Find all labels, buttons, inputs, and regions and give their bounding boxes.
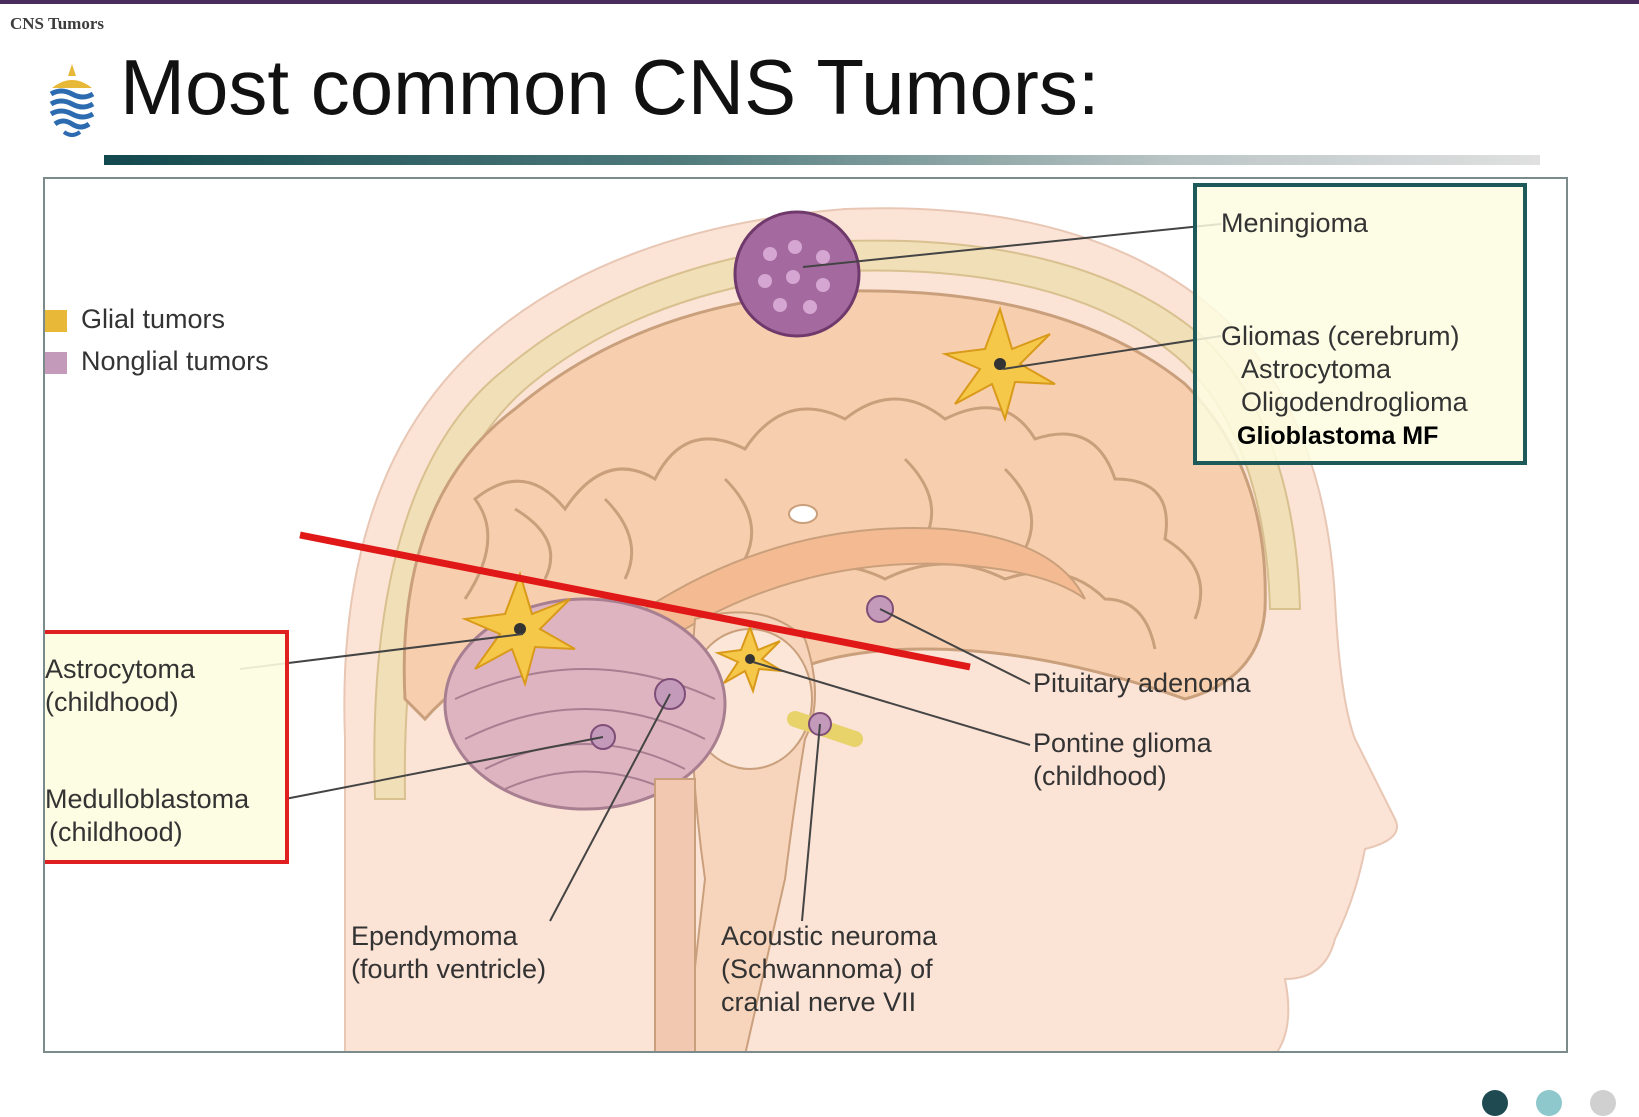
label-pituitary: Pituitary adenoma — [1033, 666, 1251, 700]
label-ependymoma-sub: (fourth ventricle) — [351, 952, 546, 986]
top-accent-bar — [0, 0, 1639, 4]
title-underline — [104, 155, 1540, 165]
glial-swatch — [45, 310, 67, 332]
label-gliomas: Gliomas (cerebrum) — [1221, 319, 1460, 353]
nav-dot-3[interactable] — [1590, 1090, 1616, 1116]
label-ependymoma: Ependymoma — [351, 919, 518, 953]
label-acoustic-sub2: cranial nerve VII — [721, 985, 916, 1019]
label-oligodendroglioma: Oligodendroglioma — [1241, 385, 1468, 419]
nav-dot-1[interactable] — [1482, 1090, 1508, 1116]
cerebellum — [445, 599, 725, 809]
label-pontine: Pontine glioma — [1033, 726, 1212, 760]
legend-glial: Glial tumors — [45, 304, 225, 335]
label-astrocytoma-childhood-sub: (childhood) — [45, 685, 179, 719]
label-medulloblastoma: Medulloblastoma — [45, 782, 249, 816]
label-medulloblastoma-sub: (childhood) — [49, 815, 183, 849]
label-glioblastoma: Glioblastoma MF — [1237, 419, 1438, 453]
slide-header-label: CNS Tumors — [10, 14, 104, 34]
label-astrocytoma-childhood: Astrocytoma — [45, 652, 195, 686]
label-acoustic-sub: (Schwannoma) of — [721, 952, 933, 986]
nav-dot-2[interactable] — [1536, 1090, 1562, 1116]
label-acoustic: Acoustic neuroma — [721, 919, 937, 953]
slide-title: Most common CNS Tumors: — [120, 48, 1100, 126]
label-pontine-sub: (childhood) — [1033, 759, 1167, 793]
label-astrocytoma: Astrocytoma — [1241, 352, 1391, 386]
label-meningioma: Meningioma — [1221, 206, 1368, 240]
brain-tumor-diagram: Glial tumors Nonglial tumors Meningioma … — [43, 177, 1568, 1053]
nonglial-swatch — [45, 352, 67, 374]
legend-nonglial: Nonglial tumors — [45, 346, 269, 377]
wave-logo-icon — [46, 62, 98, 140]
